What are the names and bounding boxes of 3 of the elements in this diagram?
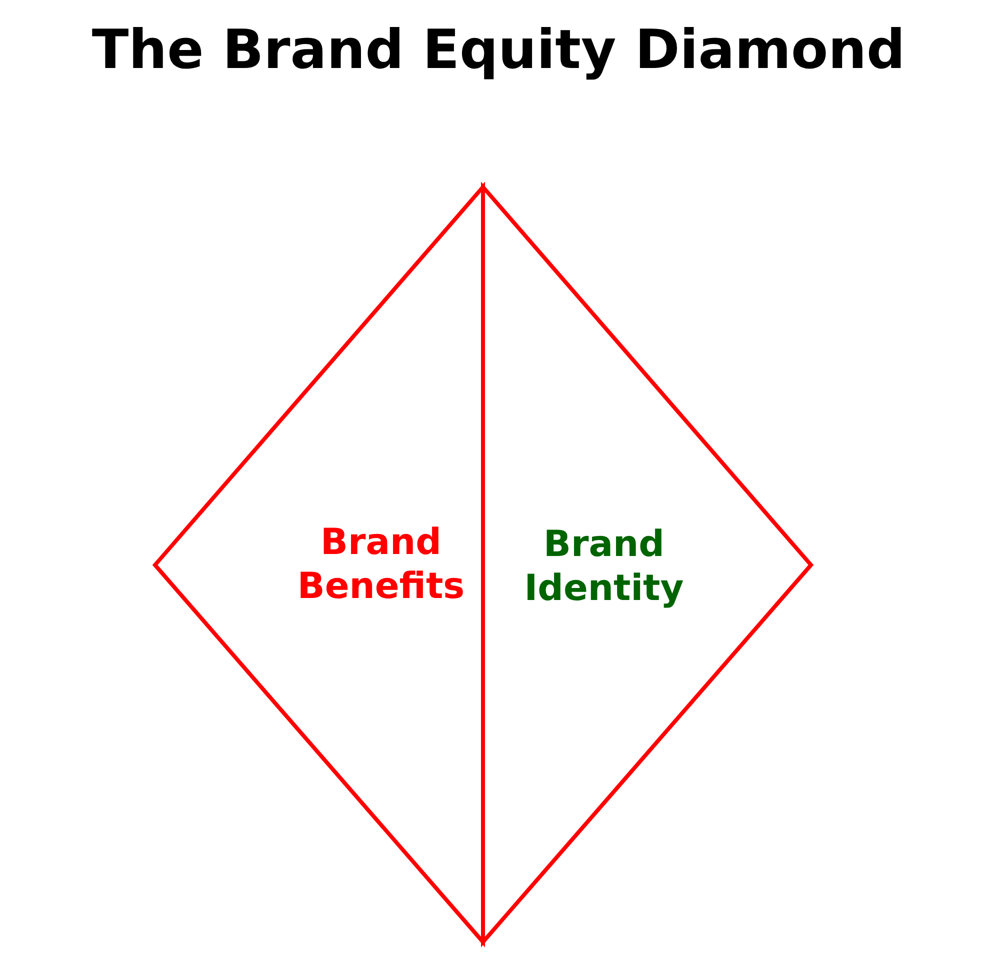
section-label: Brand Identity (523, 523, 685, 611)
title: The Brand Equity Diamond (90, 18, 906, 81)
section-label: Brand Benefits (296, 521, 466, 609)
